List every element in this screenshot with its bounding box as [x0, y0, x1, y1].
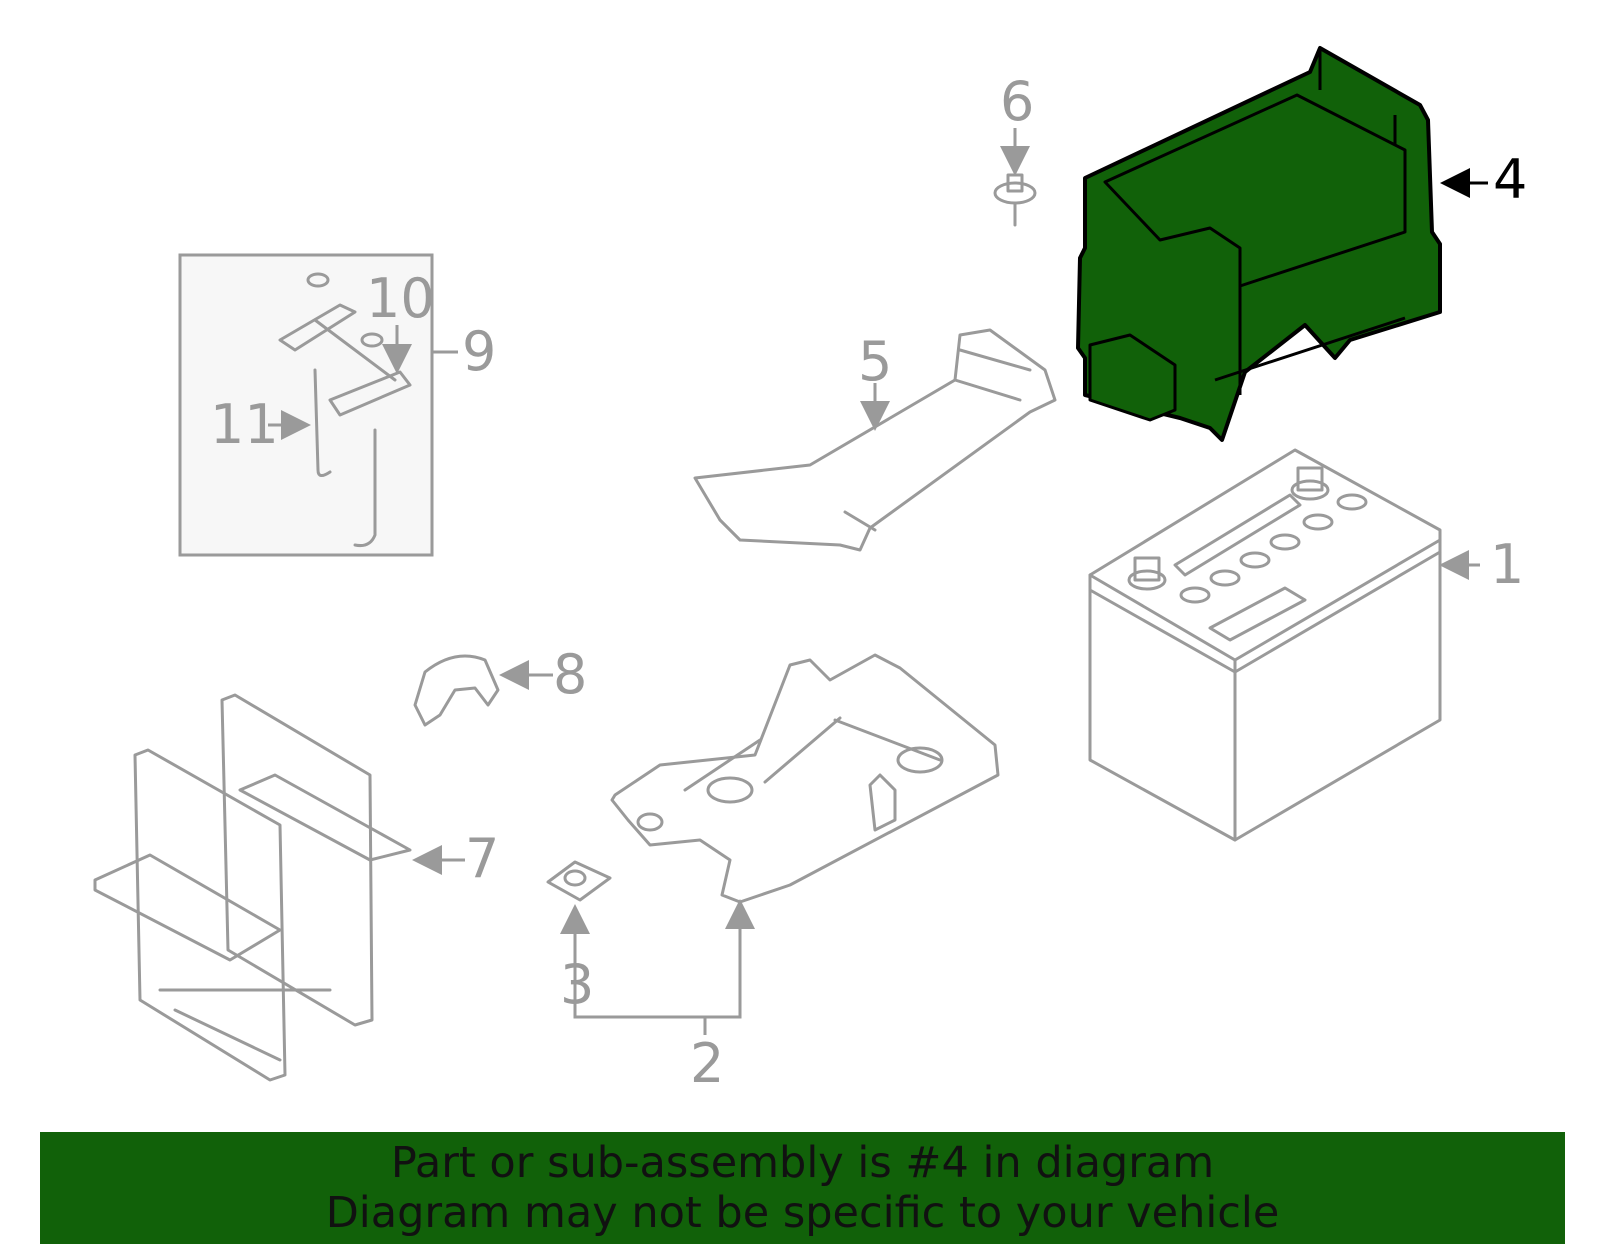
callout-7: 7	[465, 827, 499, 890]
part-1-battery[interactable]	[1088, 448, 1442, 842]
part-4-battery-box[interactable]	[1076, 46, 1442, 442]
callout-10: 10	[366, 267, 435, 330]
part-2-tray[interactable]	[610, 653, 1000, 904]
callout-5: 5	[858, 330, 892, 393]
callout-3: 3	[560, 953, 594, 1016]
part-5-bracket[interactable]	[693, 328, 1057, 552]
part-6-bolt[interactable]	[993, 173, 1037, 227]
parts-diagram: 1 2 3 4 5 6 7 8 9 10 11	[93, 46, 1527, 1095]
callout-6: 6	[1000, 70, 1034, 133]
leader-lines	[268, 128, 1488, 1035]
part-9-kit-box[interactable]	[178, 253, 434, 557]
callout-11: 11	[210, 393, 279, 456]
callout-1: 1	[1490, 533, 1524, 596]
callout-2: 2	[690, 1032, 724, 1095]
part-10-11-hold-down-parts[interactable]	[278, 272, 412, 547]
part-7-frame[interactable]	[93, 693, 412, 1082]
banner-line-2: Diagram may not be specific to your vehi…	[325, 1188, 1280, 1238]
callout-8: 8	[553, 643, 587, 706]
part-8-clip[interactable]	[413, 654, 500, 727]
callout-4: 4	[1493, 148, 1527, 211]
part-3-nut[interactable]	[546, 860, 612, 902]
callout-9: 9	[462, 320, 496, 383]
info-banner: Part or sub-assembly is #4 in diagram Di…	[40, 1132, 1565, 1244]
banner-line-1: Part or sub-assembly is #4 in diagram	[390, 1138, 1215, 1188]
